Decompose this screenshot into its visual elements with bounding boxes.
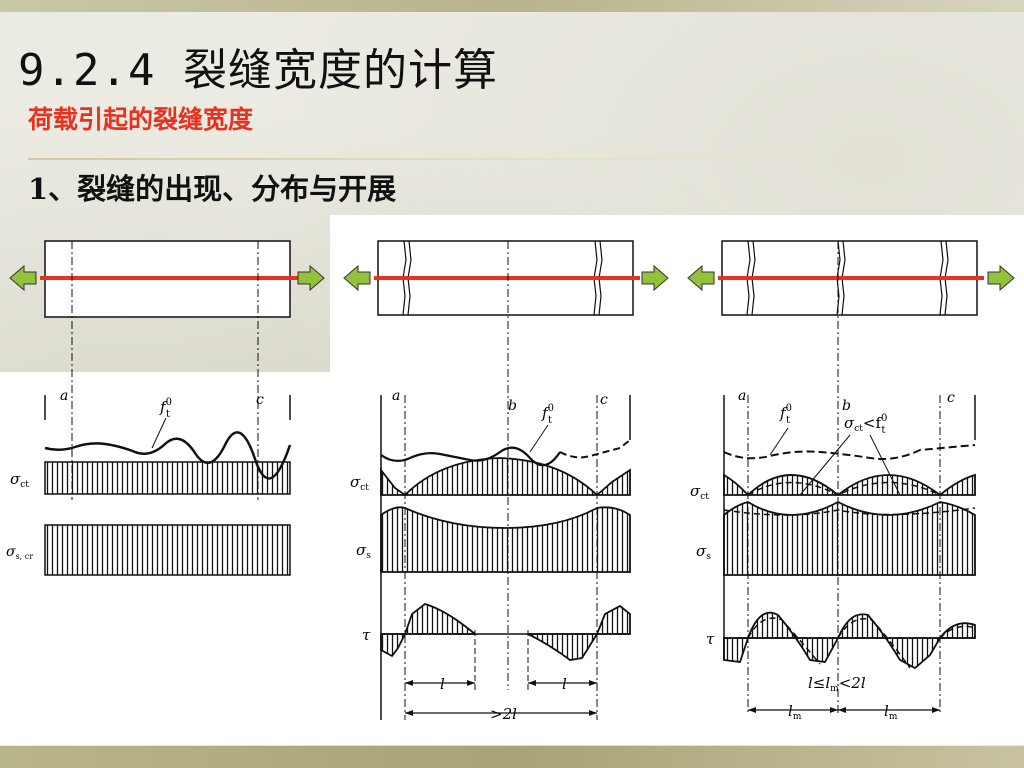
strength-curve-ft-dashed <box>559 439 631 459</box>
dimension-l-right <box>528 680 597 686</box>
dimension-lm-right <box>838 707 940 713</box>
dim-label-2l: >2l <box>490 705 517 723</box>
label-b: b <box>508 398 517 414</box>
arrow-right-icon <box>641 264 669 292</box>
label-sigma-ct: σct <box>10 470 29 490</box>
dimension-lm-left <box>748 707 838 713</box>
arrow-right-icon <box>297 264 325 292</box>
label-tau: τ <box>362 626 371 644</box>
stress-band-sigma-ct <box>44 461 291 495</box>
stress-curve-sigma-s <box>723 500 976 576</box>
label-sigma-ct: σct <box>350 473 369 493</box>
strength-curve-ft <box>380 446 561 467</box>
dim-label-lm2: lm <box>884 702 898 722</box>
leader-ft <box>769 427 789 456</box>
dim-label-l2: l <box>562 675 567 693</box>
dimension-2l <box>405 710 597 716</box>
label-c: c <box>600 392 608 408</box>
label-sigma-ct: σct <box>690 482 709 502</box>
stress-band-sigma-scr <box>44 524 291 576</box>
slide-title: 9.2.4 裂缝宽度的计算 <box>18 45 498 96</box>
bottom-decor-band <box>0 746 1024 768</box>
bond-stress-curve-tau-b <box>527 604 631 661</box>
label-c: c <box>256 392 264 408</box>
label-tau: τ <box>706 630 715 648</box>
arrow-left-icon <box>687 264 715 292</box>
arrow-left-icon <box>9 264 37 292</box>
dim-label-lm1: lm <box>788 702 802 722</box>
label-a: a <box>60 388 68 404</box>
section-heading: 1、裂缝的出现、分布与开展 <box>28 172 397 206</box>
strength-curve-ft <box>44 431 292 480</box>
label-sigma-s: σs <box>696 542 711 562</box>
leader-ft <box>151 417 167 449</box>
label-a: a <box>392 388 400 404</box>
label-a: a <box>738 388 746 404</box>
bond-stress-curve-tau-dashed <box>747 617 976 669</box>
stress-curve-sigma-s <box>380 506 631 573</box>
label-b: b <box>842 398 851 414</box>
stress-curve-sigma-ct <box>380 457 631 497</box>
strength-curve-ft-dashed <box>723 444 976 460</box>
bond-stress-curve-tau <box>380 603 478 658</box>
bond-stress-curve-tau <box>723 611 976 670</box>
leader-ft <box>529 424 549 453</box>
dim-label-l1: l <box>440 675 445 693</box>
arrow-right-icon <box>987 264 1015 292</box>
stress-curve-sigma-ct-dashed <box>747 481 941 496</box>
dimension-l-left <box>405 680 475 686</box>
label-sigma-scr: σs, cr <box>6 544 33 561</box>
top-decor-band <box>0 0 1024 12</box>
stress-curve-sigma-ct <box>723 473 976 497</box>
stress-curve-sigma-s-dashed <box>723 507 976 516</box>
arrow-left-icon <box>343 264 371 292</box>
label-sigma-s: σs <box>356 541 371 561</box>
divider-rule <box>28 158 973 160</box>
slide-subtitle: 荷载引起的裂缝宽度 <box>28 105 254 134</box>
label-c: c <box>947 390 955 406</box>
dim-label-range: l≤lm<2l <box>808 674 866 694</box>
